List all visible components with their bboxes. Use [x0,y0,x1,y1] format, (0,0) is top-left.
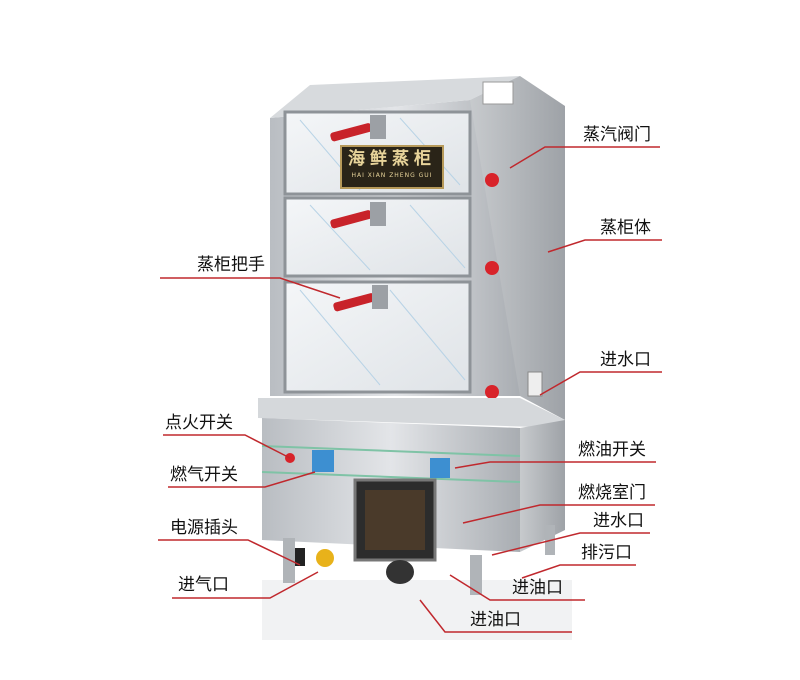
sign-pinyin: HAI XIAN ZHENG GUI [351,172,433,179]
gas-inlet-valve [316,549,334,567]
product-sign: 海鲜蒸柜 HAI XIAN ZHENG GUI [340,145,444,189]
nameplate [482,81,514,105]
label-water-inlet-upper: 进水口 [600,350,651,370]
label-cabinet-body: 蒸柜体 [600,218,651,238]
knob [485,385,499,399]
cabinet-handle-1 [330,115,386,142]
label-combustion-door: 燃烧室门 [578,483,646,503]
trim-stripe [261,445,521,457]
trim-stripe [261,471,521,483]
burner-fan [386,560,414,584]
steam-valve-knob [485,173,499,187]
label-ignition-switch: 点火开关 [165,413,233,433]
label-oil-switch: 燃油开关 [578,440,646,460]
knob [485,261,499,275]
water-inlet-fitting [527,371,543,397]
cabinet-handle-3 [333,285,388,312]
label-cabinet-handle: 蒸柜把手 [197,255,265,275]
sign-text: 海鲜蒸柜 [348,149,436,169]
floor-reflection [262,580,572,640]
label-drain-outlet: 排污口 [581,543,632,563]
label-gas-switch: 燃气开关 [170,465,238,485]
leader-lines [158,146,662,633]
cabinet-handle-2 [330,202,386,229]
gas-switch [312,450,334,472]
label-oil-inlet-bottom: 进油口 [470,610,521,630]
power-plug [295,548,305,566]
door-3 [283,280,472,394]
cabinet-top [270,76,520,118]
label-steam-valve: 蒸汽阀门 [583,125,651,145]
burner-box-side [520,420,565,552]
leg [470,555,482,595]
cabinet-side [470,76,565,420]
oil-switch [430,458,450,478]
label-gas-inlet: 进气口 [178,575,229,595]
combustion-window [365,490,425,550]
label-water-inlet-lower: 进水口 [593,511,644,531]
label-power-plug: 电源插头 [170,518,238,538]
counter-shelf [258,398,565,428]
label-oil-inlet-right: 进油口 [512,578,563,598]
